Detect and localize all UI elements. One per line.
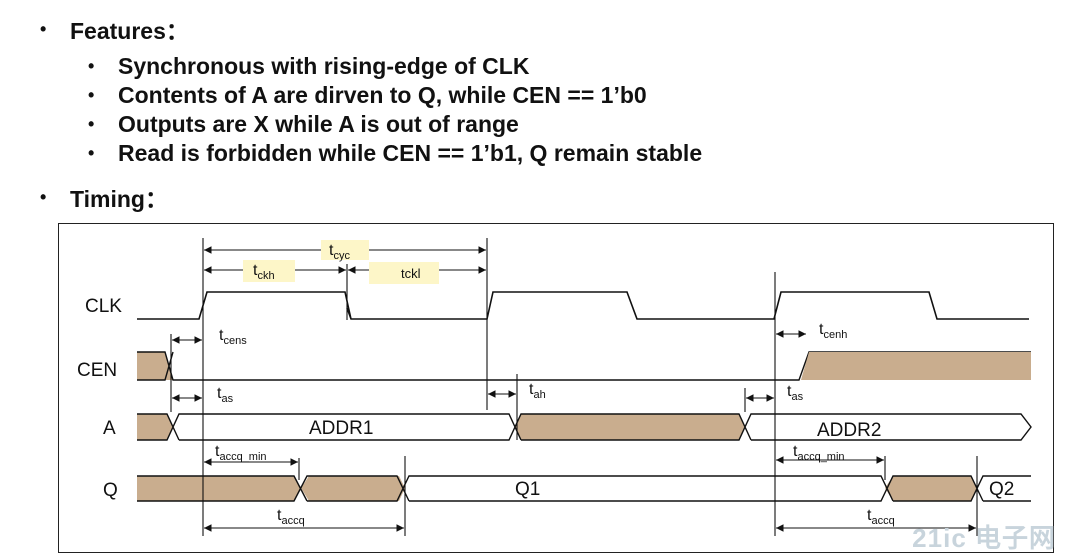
bus-value-q1: Q1 (515, 479, 540, 500)
timing-label-tas: tas (217, 385, 234, 405)
timing-label-taccq-min: taccq_min (215, 443, 267, 463)
timing-diagram-svg: CLK CEN A Q ADDR1 ADDR2 Q1 Q2 (77, 238, 1032, 536)
feature-text: Synchronous with rising-edge of CLK (118, 53, 530, 79)
timing-label-tcenh: tcenh (819, 321, 847, 341)
feature-item: • Synchronous with rising-edge of CLK (88, 53, 529, 80)
features-heading-row: • Features： (40, 12, 189, 46)
cen-undefined-region (137, 352, 173, 380)
timing-label-tckh: tckh (253, 262, 275, 282)
bullet-icon: • (88, 143, 95, 163)
label-box (369, 262, 439, 284)
bus-value-q2: Q2 (989, 479, 1014, 500)
feature-item: • Read is forbidden while CEN == 1’b1, Q… (88, 140, 702, 167)
timing-label-tckl: tckl (401, 266, 421, 281)
timing-label-taccq-min-2: taccq_min (793, 443, 845, 463)
timing-label-tah: tah (529, 381, 546, 401)
watermark: 21ic 电子网 (912, 523, 1056, 553)
timing-label-taccq-2: taccq (867, 507, 895, 527)
timing-diagram: CLK CEN A Q ADDR1 ADDR2 Q1 Q2 (58, 223, 1054, 553)
features-heading: Features： (70, 18, 189, 44)
bus-value-addr1: ADDR1 (309, 418, 373, 439)
feature-text: Outputs are X while A is out of range (118, 111, 519, 137)
label-box (243, 260, 295, 282)
bullet-icon: • (40, 186, 47, 207)
timing-label-tas-2: tas (787, 383, 804, 403)
bullet-icon: • (40, 18, 47, 39)
bullet-icon: • (88, 56, 95, 76)
bullet-icon: • (88, 114, 95, 134)
signal-label-clk: CLK (85, 296, 122, 317)
bullet-icon: • (88, 85, 95, 105)
a-bus-outline (137, 413, 1032, 441)
timing-heading-row: • Timing： (40, 180, 168, 214)
signal-label-q: Q (103, 480, 118, 501)
label-box (321, 240, 369, 260)
timing-label-tcens: tcens (219, 327, 247, 347)
bus-value-addr2: ADDR2 (817, 420, 881, 441)
timing-label-taccq: taccq (277, 507, 305, 527)
feature-text: Contents of A are dirven to Q, while CEN… (118, 82, 647, 108)
timing-label-tcyc: tcyc (329, 242, 350, 262)
a-undefined-region (515, 414, 745, 440)
signal-label-cen: CEN (77, 360, 117, 381)
cen-undefined-region (801, 352, 1031, 380)
timing-heading: Timing： (70, 186, 168, 212)
q-undefined-region (885, 476, 977, 501)
q-undefined-region (137, 476, 301, 501)
q-bus-outline (137, 475, 1031, 502)
a-undefined-region (137, 414, 173, 440)
feature-item: • Contents of A are dirven to Q, while C… (88, 82, 647, 109)
q-undefined-region (301, 476, 405, 501)
signal-label-a: A (103, 418, 116, 439)
feature-item: • Outputs are X while A is out of range (88, 111, 519, 138)
feature-text: Read is forbidden while CEN == 1’b1, Q r… (118, 140, 703, 166)
reference-lines (170, 238, 978, 536)
clk-waveform (137, 291, 1029, 320)
